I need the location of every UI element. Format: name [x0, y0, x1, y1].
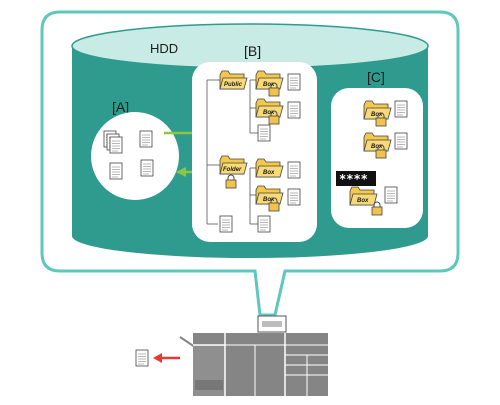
document-icon — [219, 215, 233, 233]
box-label: Box — [371, 112, 383, 118]
section-a: [A] — [91, 99, 179, 200]
document-icon — [257, 215, 271, 233]
password-mask: **** — [339, 172, 368, 186]
public-folder-label: Public — [224, 82, 243, 88]
section-a-panel — [91, 112, 179, 200]
password-field: **** — [336, 171, 376, 186]
box-4: Box — [255, 185, 301, 212]
section-a-label: [A] — [112, 99, 129, 115]
box-label: Box — [263, 82, 275, 88]
arrow-icon — [153, 353, 180, 363]
document-icon — [394, 100, 408, 118]
document-icon — [287, 101, 301, 119]
box-label: Box — [357, 198, 369, 204]
secure-box-3: Box — [349, 186, 398, 216]
tree-lines — [206, 79, 258, 225]
section-b-panel — [192, 62, 317, 242]
document-icon — [103, 130, 123, 154]
box-label: Box — [263, 197, 275, 203]
document-icon — [287, 161, 301, 179]
folder-label: Folder — [223, 167, 242, 173]
hdd-label: HDD — [150, 41, 178, 56]
document-icon — [109, 162, 123, 180]
box-1: Box — [255, 70, 301, 97]
document-icon — [384, 186, 398, 204]
section-c: [C] Box Box **** Box — [331, 69, 423, 228]
secure-box-1: Box — [363, 100, 408, 127]
document-icon — [257, 124, 271, 142]
output-print — [135, 349, 180, 367]
section-b: [B] Public Box — [192, 43, 317, 242]
box-label: Box — [371, 144, 383, 150]
mfp-machine-icon — [179, 315, 328, 396]
secure-box-2: Box — [363, 132, 408, 159]
document-icon — [394, 132, 408, 150]
document-icon — [139, 130, 153, 148]
box-label: Box — [263, 170, 275, 176]
box-3: Box — [255, 158, 301, 179]
section-b-label: [B] — [244, 43, 261, 59]
public-folder: Public — [219, 70, 248, 90]
document-icon — [140, 159, 154, 177]
folder-item: Folder — [219, 155, 248, 189]
document-icon — [287, 188, 301, 206]
document-icon — [287, 73, 301, 91]
box-label: Box — [263, 110, 275, 116]
document-icon — [135, 349, 149, 367]
section-c-label: [C] — [367, 69, 385, 85]
box-2: Box — [255, 98, 301, 125]
